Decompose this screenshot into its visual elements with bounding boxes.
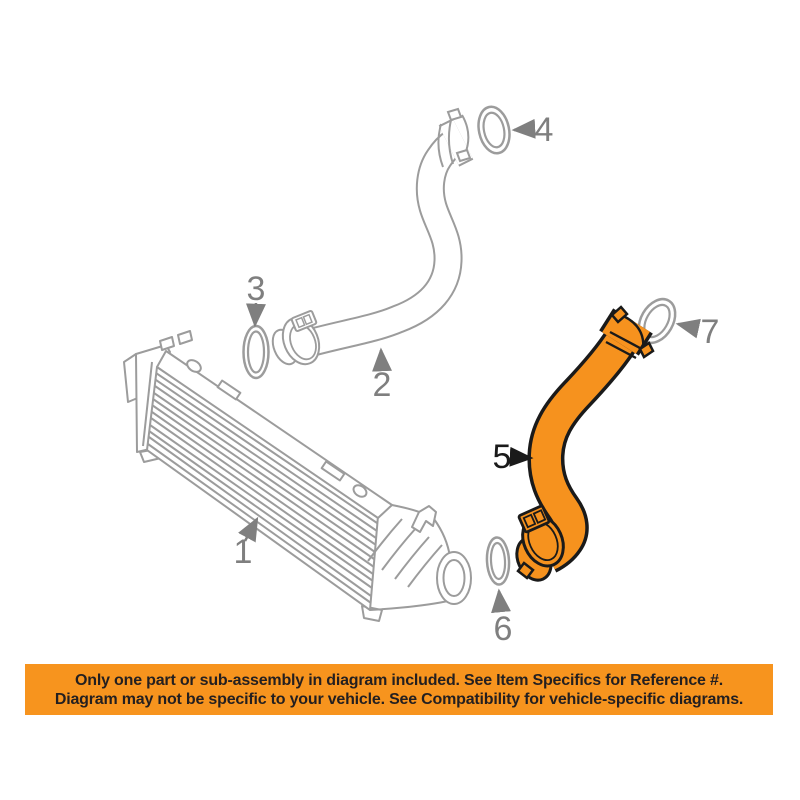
highlighted-hose-drawing xyxy=(515,305,655,582)
highlighted-hose-clamp xyxy=(516,504,565,580)
part-label-7: 7 xyxy=(701,313,720,351)
disclaimer-line-1: Only one part or sub-assembly in diagram… xyxy=(75,671,723,689)
part-arrow-5 xyxy=(509,446,534,467)
callout-labels: 1 2 3 4 5 6 7 xyxy=(234,111,720,648)
part-arrow-1 xyxy=(238,516,259,543)
disclaimer-banner: Only one part or sub-assembly in diagram… xyxy=(25,664,773,715)
part-label-5: 5 xyxy=(493,438,512,476)
intercooler-fins xyxy=(147,372,378,604)
upper-hose-drawing xyxy=(271,107,474,366)
part-label-3: 3 xyxy=(247,270,266,308)
intercooler-outlet-bracket xyxy=(411,505,437,533)
part-label-2: 2 xyxy=(373,366,392,404)
oring-6-drawing xyxy=(485,536,511,586)
oring-3-drawing xyxy=(242,324,270,380)
oring-4-drawing xyxy=(477,105,511,155)
intercooler-drawing xyxy=(123,330,472,622)
part-arrow-4 xyxy=(511,118,536,139)
part-label-1: 1 xyxy=(234,533,253,571)
part-label-4: 4 xyxy=(535,111,554,149)
disclaimer-line-2: Diagram may not be specific to your vehi… xyxy=(54,690,744,708)
part-arrow-6 xyxy=(491,588,511,614)
part-arrow-7 xyxy=(675,318,701,339)
intercooler-outlet-duct xyxy=(367,504,451,611)
part-label-6: 6 xyxy=(494,610,513,648)
part-arrow-3 xyxy=(245,302,266,328)
callout-arrows xyxy=(238,118,701,614)
upper-hose-clamp xyxy=(281,309,321,366)
part-arrow-2 xyxy=(372,347,392,372)
